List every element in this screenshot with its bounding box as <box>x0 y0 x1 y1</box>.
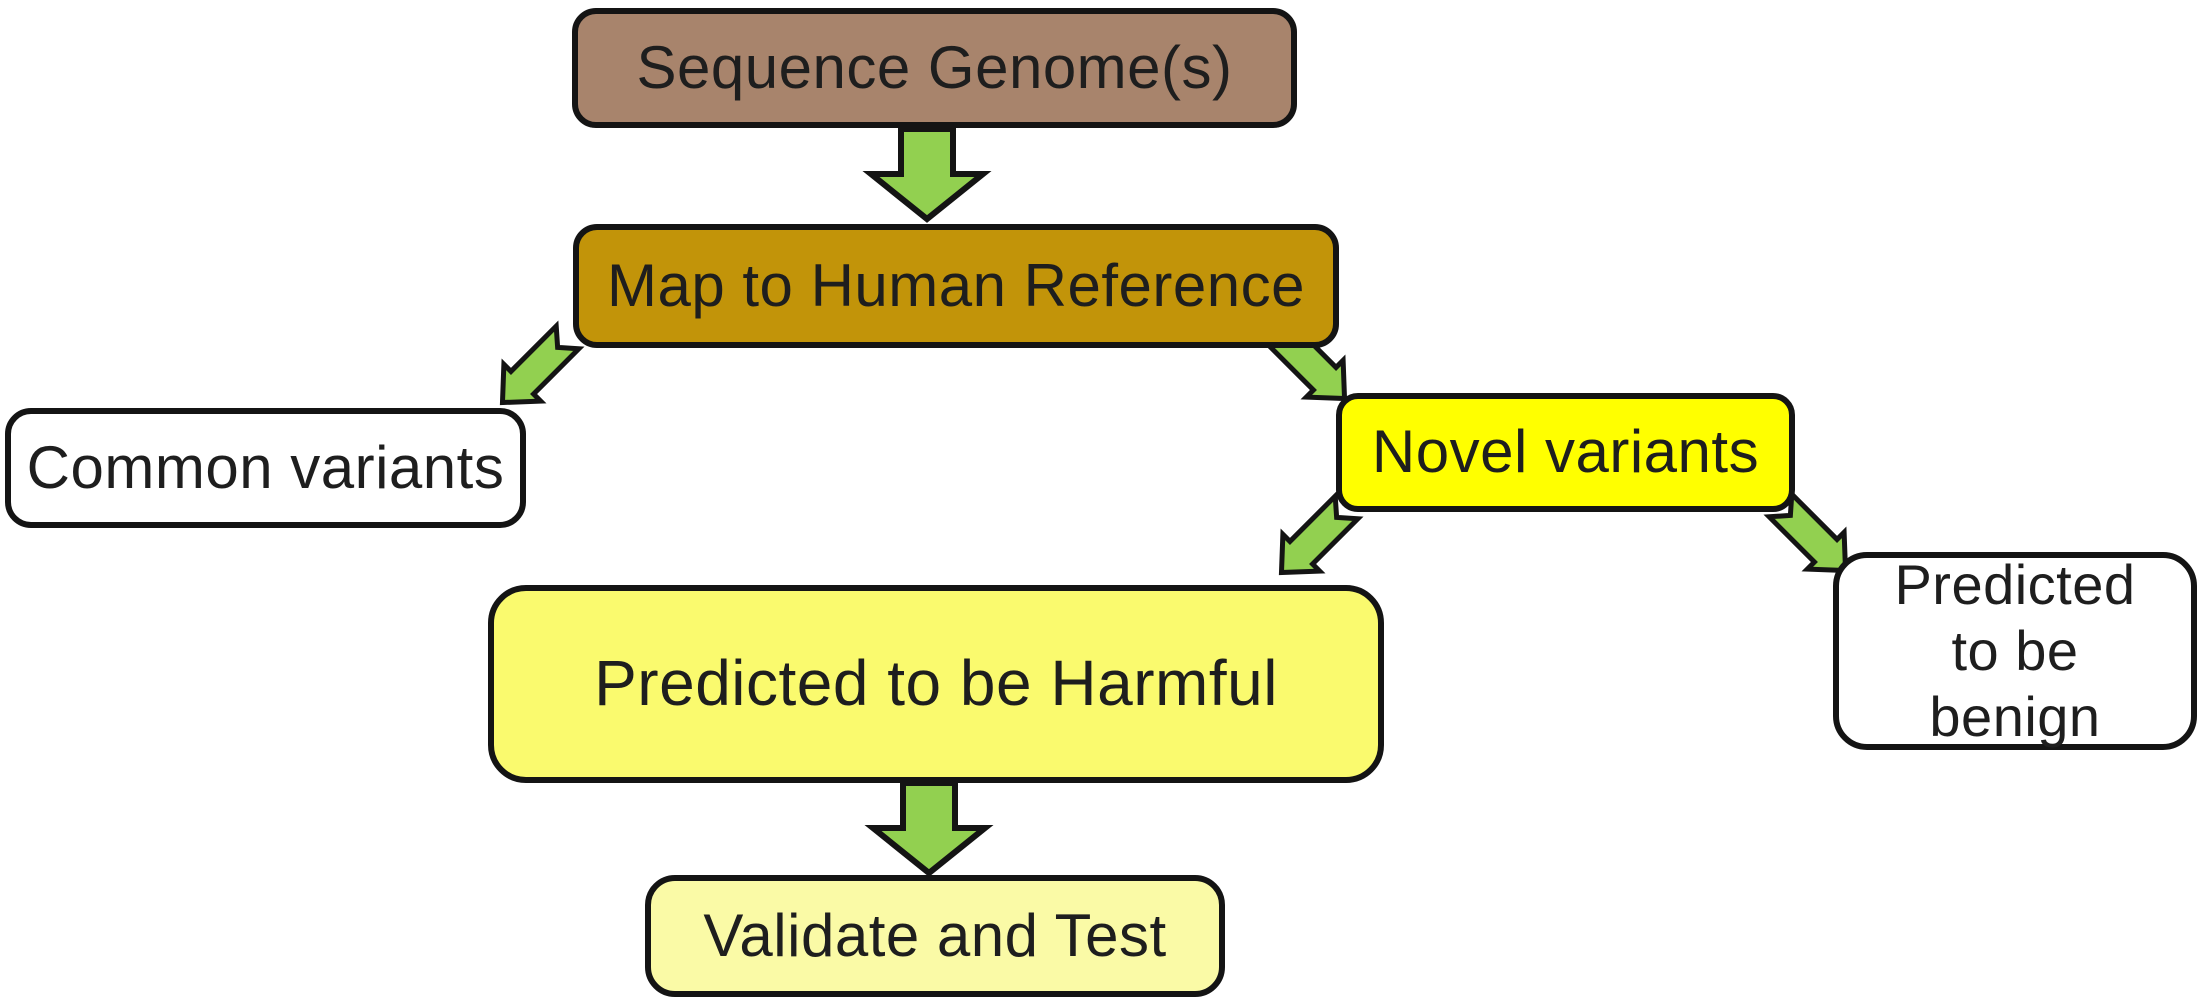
node-sequence-genomes: Sequence Genome(s) <box>572 8 1297 128</box>
node-novel-variants-label: Novel variants <box>1371 418 1760 486</box>
down-arrow-icon <box>862 126 992 223</box>
node-map-to-human-reference: Map to Human Reference <box>573 224 1339 348</box>
node-predicted-benign-label: Predicted to be benign <box>1894 553 2136 748</box>
node-validate-and-test: Validate and Test <box>645 875 1225 997</box>
node-common-variants: Common variants <box>5 408 526 528</box>
down-right-arrow-icon <box>1759 484 1866 591</box>
down-arrow-icon <box>864 780 994 877</box>
node-sequence-genomes-label: Sequence Genome(s) <box>636 33 1233 101</box>
node-predicted-harmful-label: Predicted to be Harmful <box>594 647 1278 720</box>
node-map-to-human-reference-label: Map to Human Reference <box>606 251 1305 319</box>
down-left-arrow-icon <box>1260 486 1367 593</box>
node-novel-variants: Novel variants <box>1336 393 1795 512</box>
down-left-arrow-icon <box>481 316 588 423</box>
node-common-variants-label: Common variants <box>26 433 505 501</box>
node-predicted-benign: Predicted to be benign <box>1833 552 2197 750</box>
node-validate-and-test-label: Validate and Test <box>703 901 1167 969</box>
node-predicted-harmful: Predicted to be Harmful <box>488 585 1384 783</box>
